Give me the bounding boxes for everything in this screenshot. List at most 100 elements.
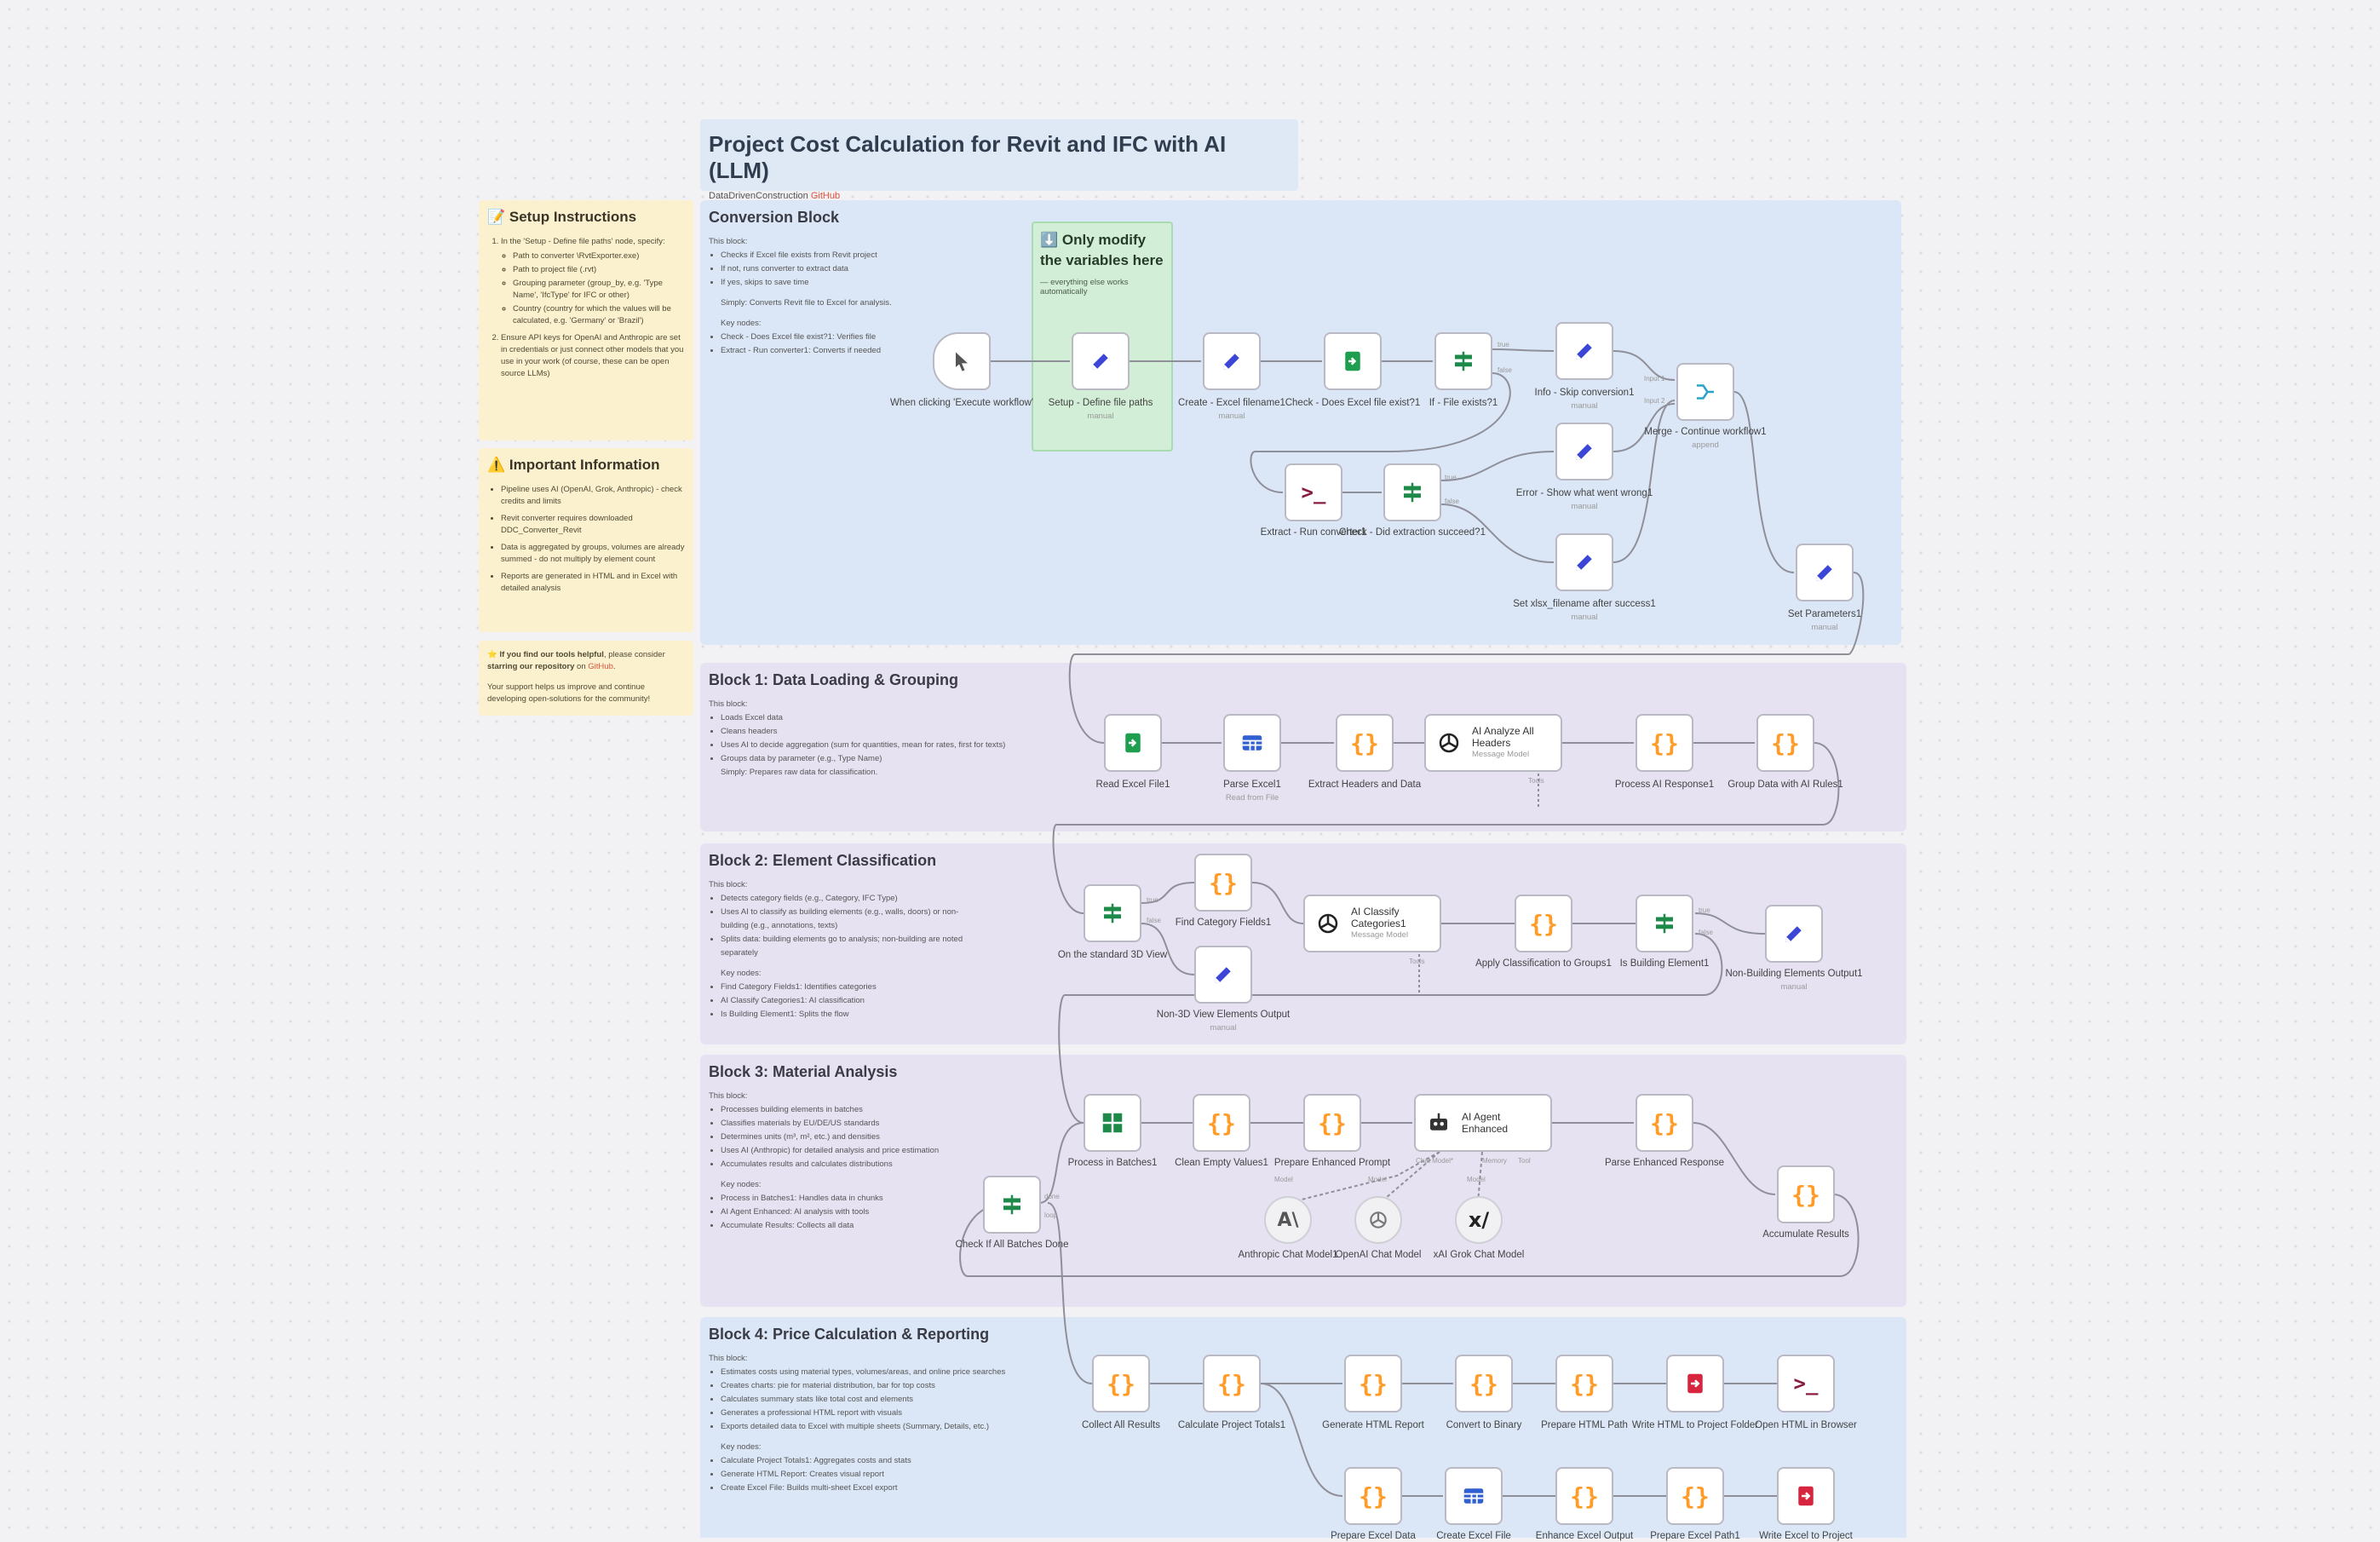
generate-html-node[interactable]: {} bbox=[1344, 1355, 1402, 1413]
openai-model-node[interactable] bbox=[1354, 1196, 1402, 1244]
open-html-node[interactable]: >_ bbox=[1777, 1355, 1835, 1413]
process-in-batches-node[interactable] bbox=[1084, 1094, 1141, 1152]
desc-key-list: Process in Batches1: Handles data in chu… bbox=[709, 1192, 990, 1233]
check-excel-exists-label: Check - Does Excel file exist?1 bbox=[1285, 398, 1421, 408]
set-parameters-node[interactable] bbox=[1796, 544, 1854, 601]
anthropic-model-node[interactable]: A\ bbox=[1264, 1196, 1312, 1244]
check-all-batches-label: Check If All Batches Done bbox=[955, 1240, 1069, 1250]
on-standard-3d-view-node[interactable] bbox=[1084, 884, 1141, 942]
port-label-chat-model: Chat Model* bbox=[1416, 1157, 1454, 1165]
label-sub: manual bbox=[1571, 401, 1598, 411]
label-sub: manual bbox=[1571, 613, 1598, 622]
grok-model-node[interactable]: x/ bbox=[1455, 1196, 1503, 1244]
code-braces-icon: {} bbox=[1359, 1482, 1388, 1510]
check-all-batches-node[interactable] bbox=[983, 1176, 1041, 1234]
pencil-icon bbox=[1223, 354, 1239, 370]
parse-excel-node[interactable] bbox=[1223, 714, 1281, 772]
prepare-excel-path-node[interactable]: {} bbox=[1666, 1467, 1724, 1525]
code-braces-icon: {} bbox=[1217, 1369, 1246, 1398]
github-link[interactable]: GitHub bbox=[810, 191, 841, 201]
important-info-title: ⚠️ Important Information bbox=[487, 457, 660, 473]
important-info-note[interactable]: ⚠️ Important Information Pipeline uses A… bbox=[479, 448, 693, 632]
collect-all-results-node[interactable]: {} bbox=[1092, 1355, 1150, 1413]
create-excel-filename-node[interactable] bbox=[1203, 332, 1261, 390]
trigger-node[interactable] bbox=[933, 332, 991, 390]
desc-intro: This block: bbox=[709, 699, 748, 709]
workflow-title: Project Cost Calculation for Revit and I… bbox=[709, 131, 1227, 183]
write-html-label: Write HTML to Project Folder bbox=[1631, 1420, 1759, 1430]
find-category-fields-node[interactable]: {} bbox=[1194, 854, 1252, 912]
trigger-node-label: When clicking 'Execute workflow' bbox=[889, 398, 1033, 408]
is-building-element-label: Is Building Element1 bbox=[1619, 958, 1710, 969]
workflow-title-note[interactable]: Project Cost Calculation for Revit and I… bbox=[700, 119, 1298, 201]
process-ai-response-node[interactable]: {} bbox=[1636, 714, 1693, 772]
check-extraction-label: Check - Did extraction succeed?1 bbox=[1339, 527, 1486, 538]
info-skip-node[interactable] bbox=[1555, 322, 1613, 380]
prepare-html-path-node[interactable]: {} bbox=[1555, 1355, 1613, 1413]
setup-node[interactable] bbox=[1072, 332, 1130, 390]
extract-converter-node[interactable]: >_ bbox=[1285, 463, 1342, 521]
pencil-icon bbox=[1576, 343, 1592, 360]
conversion-block[interactable]: Conversion Block This block: Checks if E… bbox=[700, 200, 1901, 645]
parse-enhanced-response-node[interactable]: {} bbox=[1636, 1094, 1693, 1152]
convert-binary-node[interactable]: {} bbox=[1455, 1355, 1513, 1413]
important-item: Pipeline uses AI (OpenAI, Grok, Anthropi… bbox=[501, 484, 685, 508]
calculate-totals-node[interactable]: {} bbox=[1203, 1355, 1261, 1413]
error-node[interactable] bbox=[1555, 423, 1613, 480]
desc-item: Exports detailed data to Excel with mult… bbox=[721, 1420, 1066, 1434]
merge-node[interactable] bbox=[1676, 363, 1734, 421]
star-github-link[interactable]: GitHub bbox=[588, 662, 613, 671]
non-building-output-node[interactable] bbox=[1765, 905, 1823, 963]
info-skip-label: Info - Skip conversion1 manual bbox=[1508, 387, 1661, 412]
port-label-false: false bbox=[1699, 929, 1713, 936]
setup-step-1-sublist: Path to converter \RvtExporter.exe) Path… bbox=[501, 250, 685, 327]
group-data-node[interactable]: {} bbox=[1756, 714, 1814, 772]
block3-desc: This block: Processes building elements … bbox=[709, 1090, 990, 1233]
apply-classification-node[interactable]: {} bbox=[1515, 895, 1572, 952]
title-line-1: AI Classify bbox=[1351, 906, 1400, 918]
block3-title: Block 3: Material Analysis bbox=[709, 1063, 898, 1080]
extract-headers-node[interactable]: {} bbox=[1336, 714, 1394, 772]
desc-item: Groups data by parameter (e.g., Type Nam… bbox=[721, 752, 1066, 766]
check-excel-exists-node[interactable] bbox=[1324, 332, 1382, 390]
accumulate-results-node[interactable]: {} bbox=[1777, 1165, 1835, 1223]
desc-intro: This block: bbox=[709, 880, 748, 889]
write-html-node[interactable] bbox=[1666, 1355, 1724, 1413]
setup-instructions-note[interactable]: 📝 Setup Instructions In the 'Setup - Def… bbox=[479, 200, 693, 440]
code-braces-icon: {} bbox=[1209, 868, 1238, 897]
clean-empty-values-node[interactable]: {} bbox=[1193, 1094, 1250, 1152]
port-label-memory: Memory bbox=[1482, 1157, 1507, 1165]
prepare-enhanced-prompt-node[interactable]: {} bbox=[1303, 1094, 1361, 1152]
desc-intro: This block: bbox=[709, 1354, 748, 1363]
grid-icon bbox=[1102, 1113, 1123, 1133]
desc-list: Estimates costs using material types, vo… bbox=[709, 1366, 1066, 1434]
label-sub: manual bbox=[1780, 982, 1808, 992]
write-file-icon bbox=[1798, 1486, 1814, 1506]
is-building-element-node[interactable] bbox=[1636, 895, 1693, 952]
read-excel-node[interactable] bbox=[1104, 714, 1162, 772]
desc-simply: Simply: Prepares raw data for classifica… bbox=[721, 768, 878, 777]
pencil-icon bbox=[1816, 565, 1832, 581]
prepare-excel-data-node[interactable]: {} bbox=[1344, 1467, 1402, 1525]
star-repo-note[interactable]: ⭐ If you find our tools helpful, please … bbox=[479, 641, 693, 716]
port-label-true: true bbox=[1498, 341, 1509, 348]
create-excel-file-node[interactable] bbox=[1445, 1467, 1503, 1525]
enhance-excel-node[interactable]: {} bbox=[1555, 1467, 1613, 1525]
block1-data-loading[interactable]: Block 1: Data Loading & Grouping This bl… bbox=[700, 663, 1906, 831]
port-label-false: false bbox=[1445, 498, 1459, 505]
desc-key-list: Calculate Project Totals1: Aggregates co… bbox=[709, 1454, 1066, 1495]
label-text: Info - Skip conversion1 bbox=[1534, 388, 1635, 398]
check-extraction-node[interactable] bbox=[1383, 463, 1441, 521]
non-3d-view-node[interactable] bbox=[1194, 946, 1252, 1004]
port-label-model: Model bbox=[1368, 1176, 1387, 1183]
label-sub: manual bbox=[1811, 623, 1838, 632]
set-xlsx-node[interactable] bbox=[1555, 533, 1613, 591]
prepare-html-path-label: Prepare HTML Path bbox=[1541, 1420, 1628, 1430]
if-file-exists-node[interactable] bbox=[1434, 332, 1492, 390]
write-excel-node[interactable] bbox=[1777, 1467, 1835, 1525]
